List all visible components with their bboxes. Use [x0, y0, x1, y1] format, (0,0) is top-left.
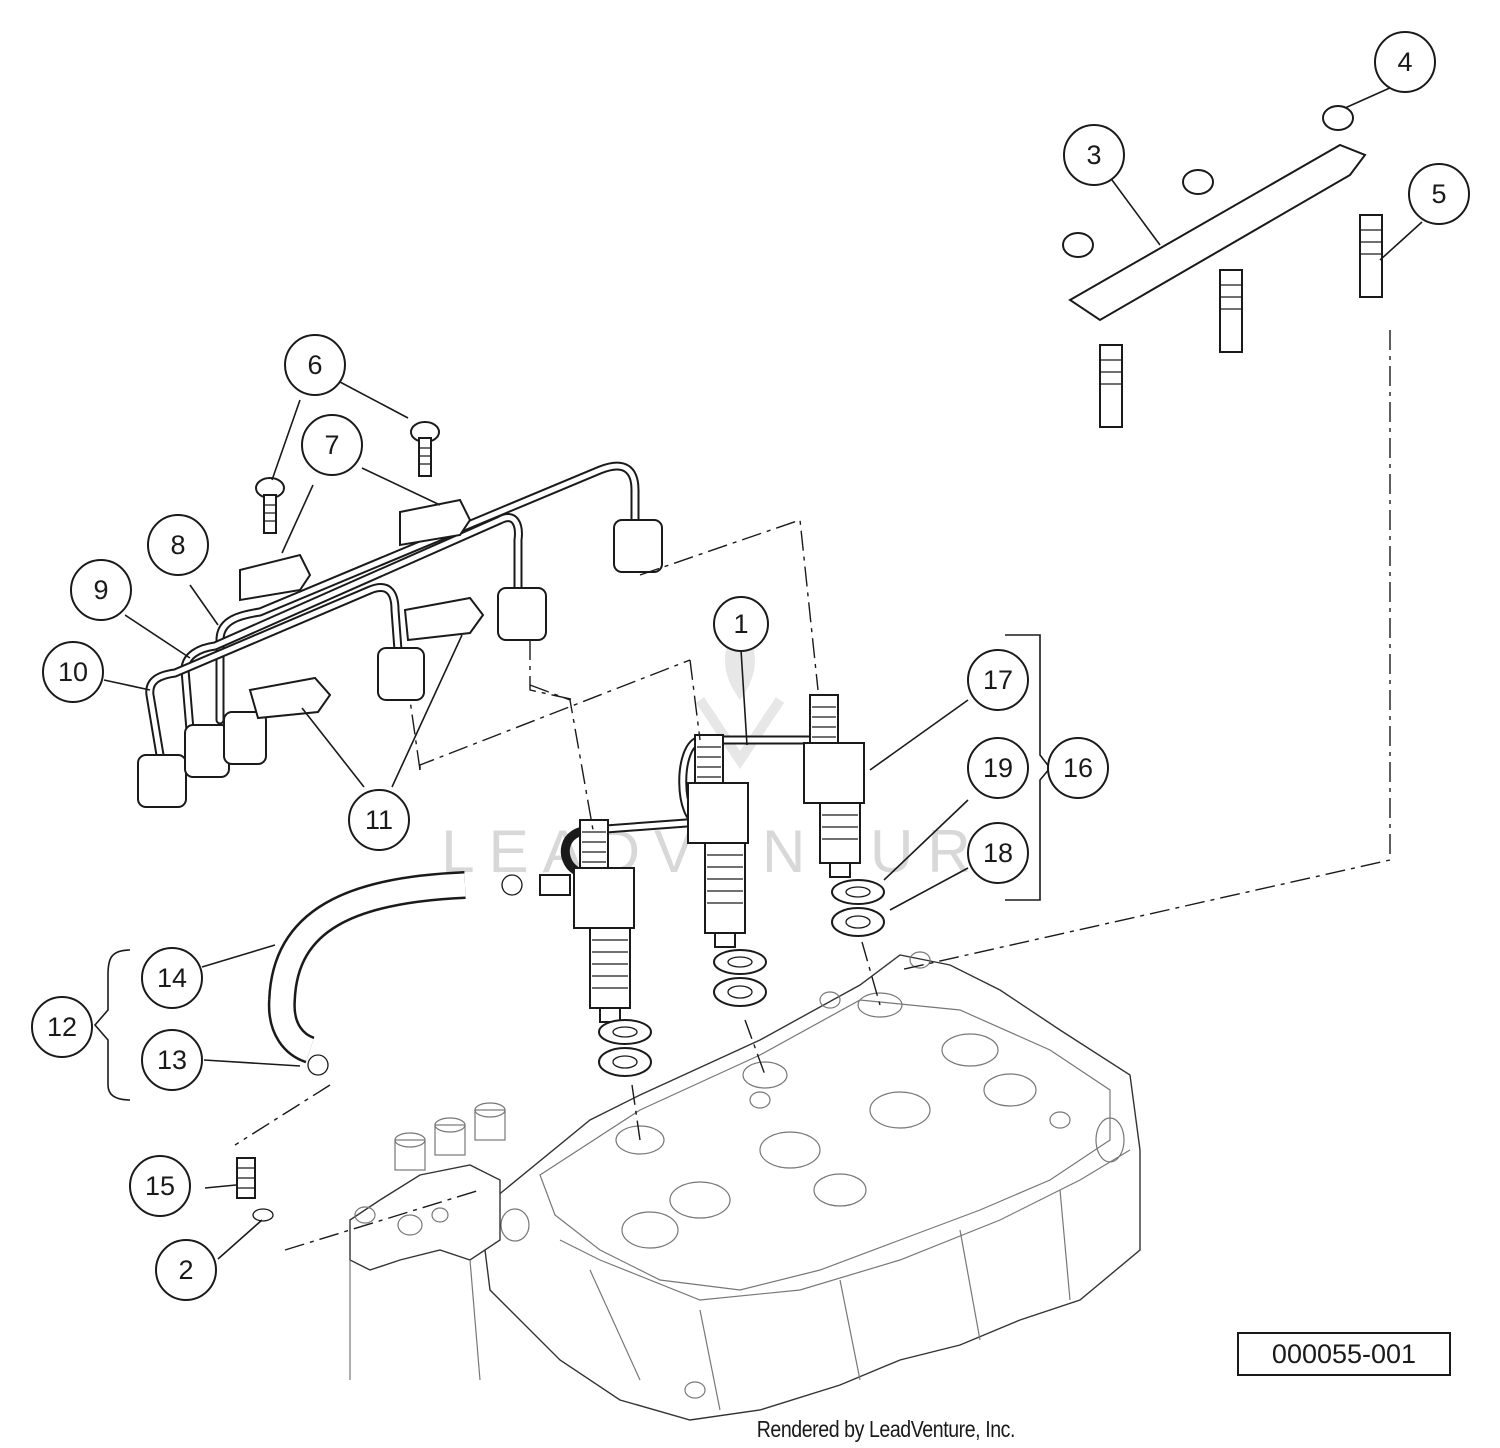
callout-12-label: 12: [47, 1012, 77, 1042]
callout-4: 4: [1374, 31, 1436, 93]
callout-15-label: 15: [145, 1171, 175, 1201]
callout-5: 5: [1408, 163, 1470, 225]
pipe-clamps: [239, 498, 485, 720]
callout-5-label: 5: [1431, 179, 1446, 209]
cylinder-head: [349, 951, 1141, 1421]
callout-19: 19: [967, 737, 1029, 799]
callout-17-label: 17: [983, 665, 1013, 695]
clamp-bolts: [255, 421, 440, 534]
callout-2-label: 2: [178, 1255, 193, 1285]
bracket-12: [93, 949, 131, 1101]
callout-9-label: 9: [93, 575, 108, 605]
leader-lines: [103, 86, 1423, 1260]
callout-10-label: 10: [58, 657, 88, 687]
callout-3-label: 3: [1086, 140, 1101, 170]
callout-3: 3: [1063, 124, 1125, 186]
glow-plug-assembly: [1062, 105, 1383, 428]
callout-8-label: 8: [170, 530, 185, 560]
injection-pipes: [137, 461, 663, 808]
pump-fitting: [236, 1157, 274, 1222]
assembly-lines: [234, 330, 1391, 1251]
figure-id-box: 000055-001: [1237, 1332, 1451, 1376]
render-credit: Rendered by LeadVenture, Inc.: [756, 1416, 1016, 1442]
injector-middle: [687, 734, 749, 948]
callout-1: 1: [713, 596, 769, 652]
callout-8: 8: [147, 514, 209, 576]
callout-9: 9: [70, 559, 132, 621]
callout-4-label: 4: [1397, 47, 1412, 77]
callout-11-label: 11: [365, 805, 393, 835]
callout-2: 2: [155, 1239, 217, 1301]
callout-19-label: 19: [983, 753, 1013, 783]
injector-washers: [598, 879, 885, 1077]
callout-13-label: 13: [157, 1045, 187, 1075]
callout-18-label: 18: [983, 838, 1013, 868]
callout-17: 17: [967, 649, 1029, 711]
callout-11: 11: [348, 789, 410, 851]
callout-18: 18: [967, 822, 1029, 884]
leak-off-hose: [267, 871, 571, 1076]
callout-16-label: 16: [1063, 753, 1093, 783]
callout-13: 13: [141, 1029, 203, 1091]
callout-14-label: 14: [157, 963, 187, 993]
callout-7: 7: [301, 414, 363, 476]
injector-right: [803, 694, 865, 878]
callout-1-label: 1: [733, 609, 748, 639]
injector-nozzles: [573, 694, 865, 1023]
callout-14: 14: [141, 947, 203, 1009]
callout-7-label: 7: [324, 430, 339, 460]
callout-16: 16: [1047, 737, 1109, 799]
callout-15: 15: [129, 1155, 191, 1217]
callout-6-label: 6: [307, 350, 322, 380]
callout-10: 10: [42, 641, 104, 703]
injector-left: [573, 819, 635, 1023]
callout-12: 12: [31, 996, 93, 1058]
callout-6: 6: [284, 334, 346, 396]
